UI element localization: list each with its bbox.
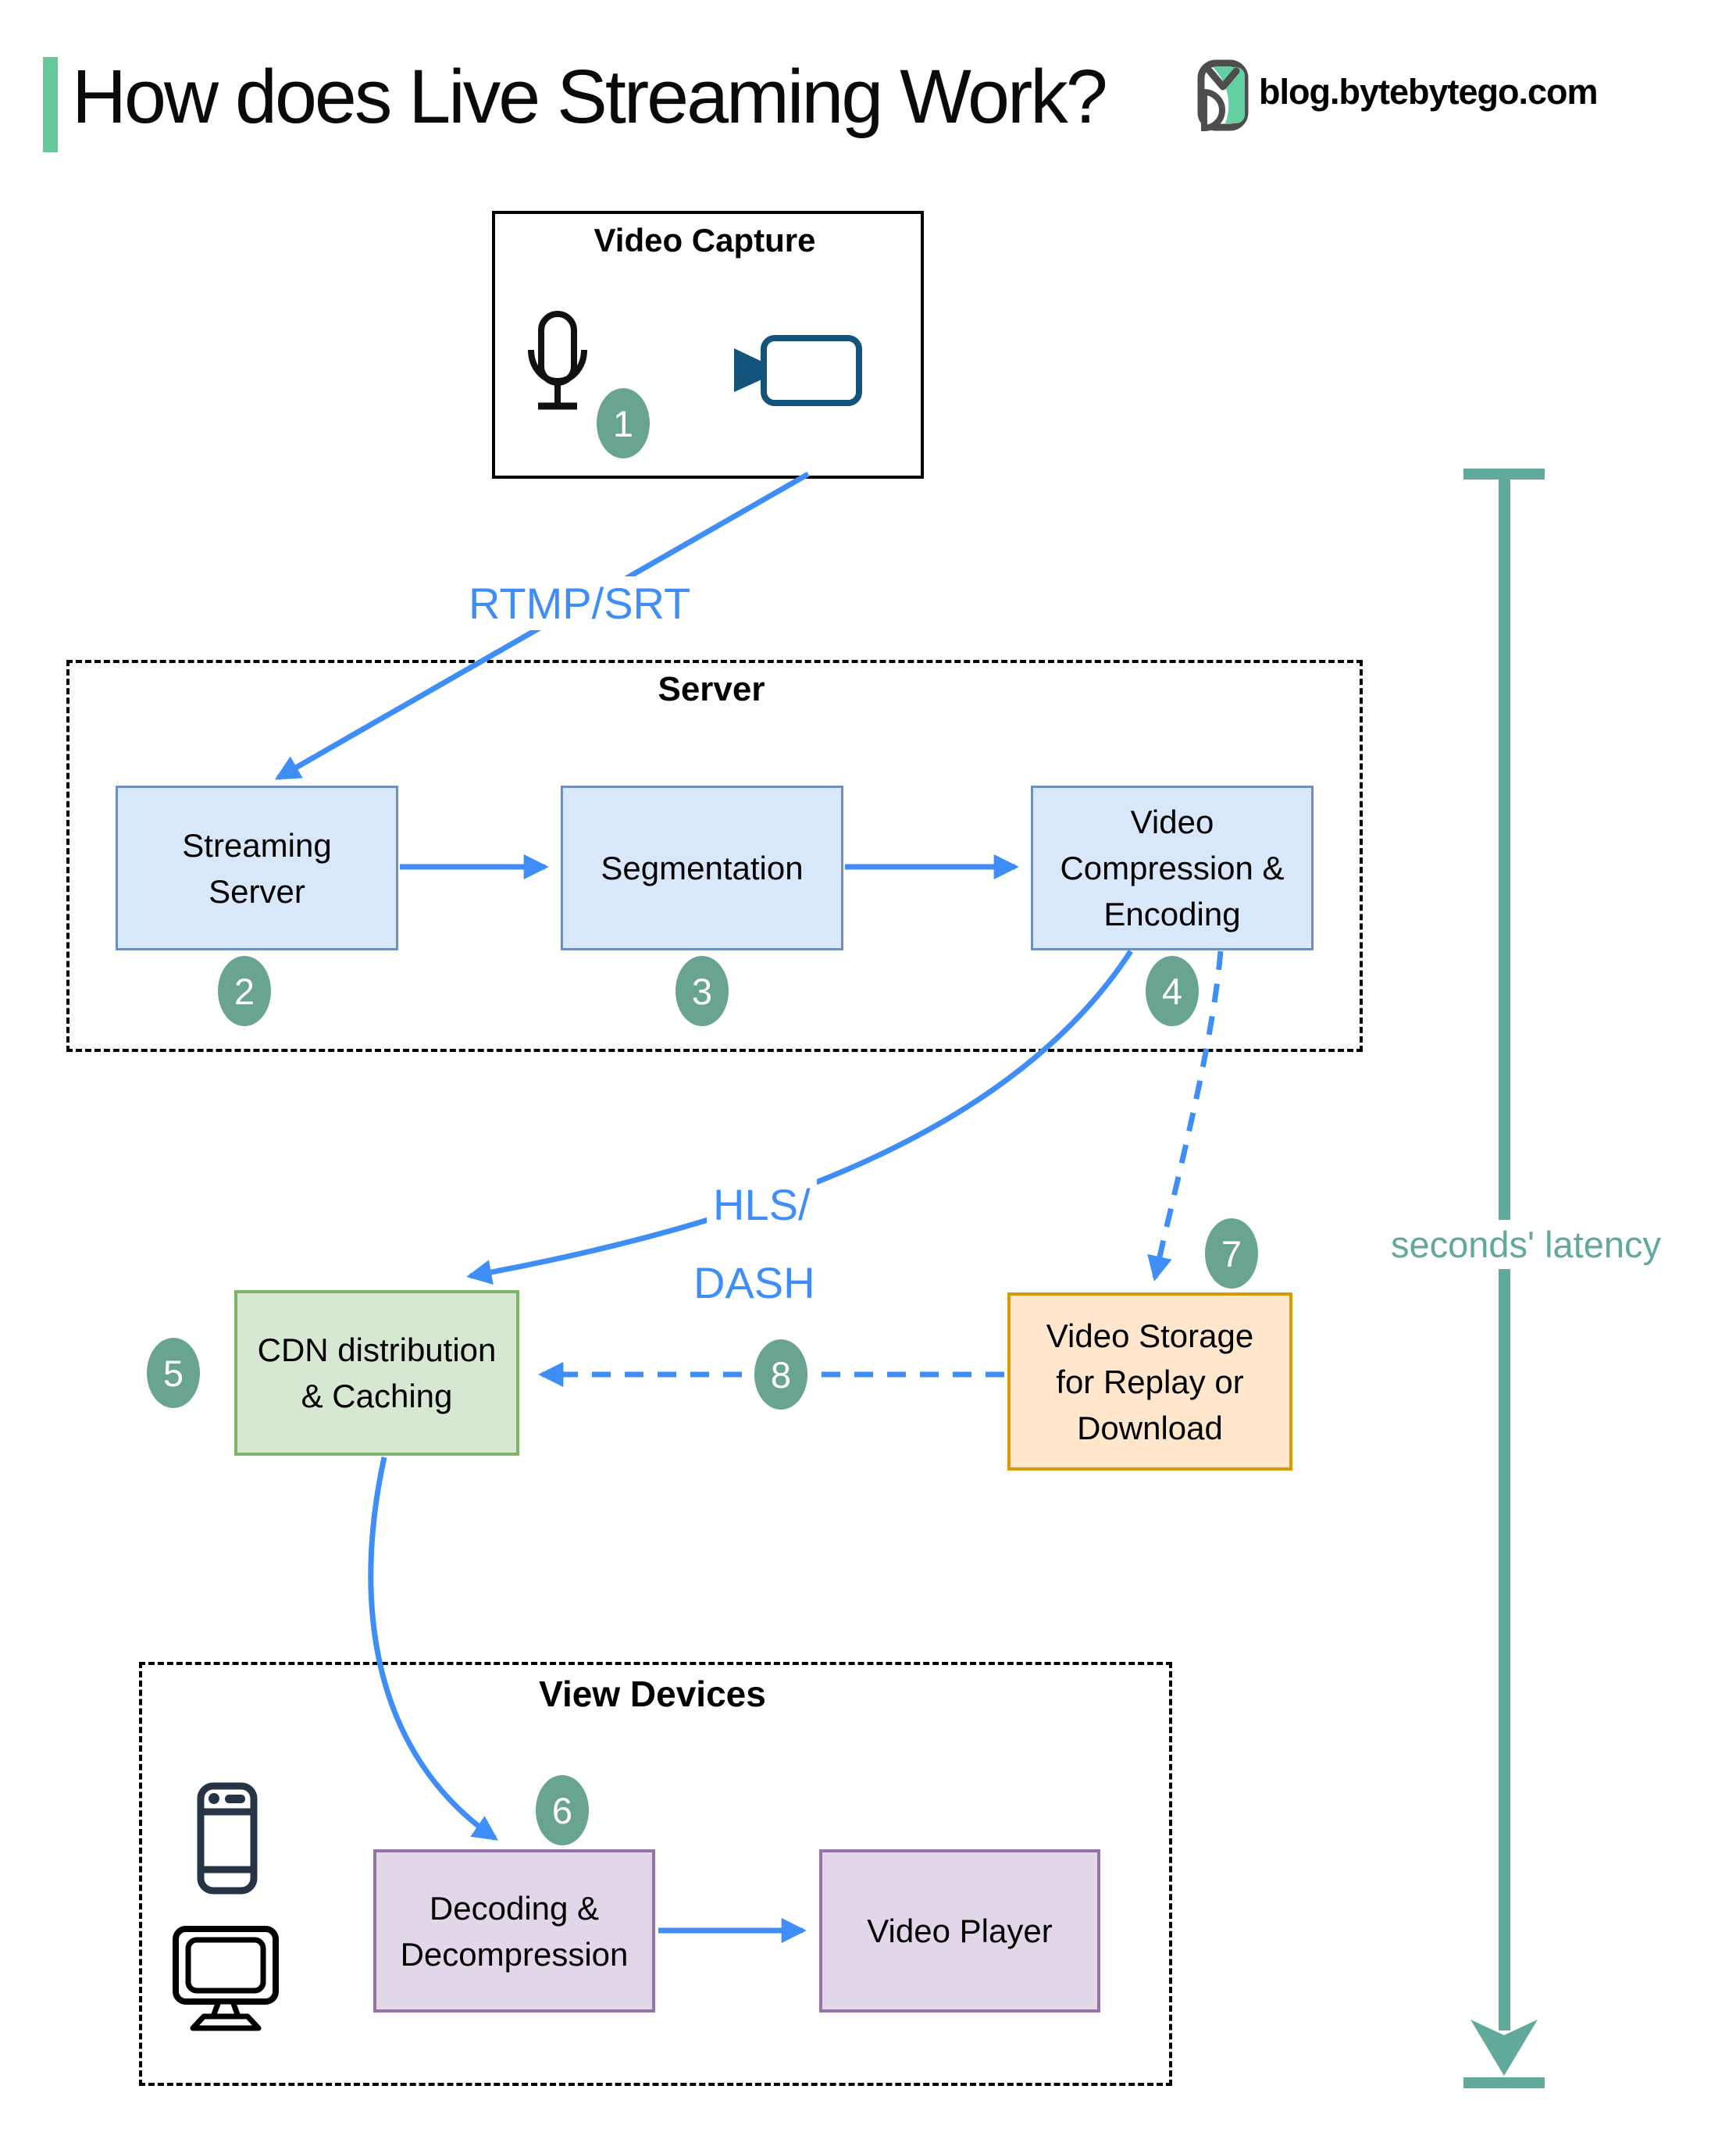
node-video-player: Video Player	[819, 1849, 1100, 2013]
step-badge-8: 8	[754, 1339, 807, 1410]
step-badge-4: 4	[1146, 956, 1199, 1026]
desktop-monitor-icon	[173, 1926, 279, 2031]
node-label-line: Video Player	[867, 1913, 1053, 1949]
step-badge-1: 1	[597, 388, 650, 458]
title-accent-bar	[43, 57, 58, 152]
node-label-line: CDN distribution	[257, 1332, 497, 1368]
node-label-line: Decoding &	[429, 1889, 600, 1927]
page-title: How does Live Streaming Work?	[72, 54, 1108, 139]
node-label-line: for Replay or	[1056, 1363, 1244, 1400]
step-badge-6: 6	[536, 1775, 589, 1845]
node-label-line: Streaming	[182, 826, 332, 864]
bytebytego-logo-icon	[1197, 59, 1249, 131]
node-label-line: & Caching	[301, 1378, 453, 1414]
server-group-label: Server	[658, 670, 765, 708]
view-devices-group-label: View Devices	[539, 1674, 766, 1714]
latency-measure-line	[1463, 469, 1545, 2088]
protocol-label-dash: DASH	[687, 1256, 822, 1310]
view-devices-group-box	[139, 1662, 1172, 2086]
node-segmentation: Segmentation	[561, 786, 843, 950]
node-label-line: Compression &	[1060, 850, 1285, 886]
site-url: blog.bytebytego.com	[1259, 72, 1599, 112]
video-capture-title: Video Capture	[594, 222, 816, 258]
node-label-line: Segmentation	[601, 850, 804, 886]
protocol-label-hls: HLS/	[707, 1178, 817, 1232]
node-label-line: Decompression	[400, 1935, 629, 1973]
node-label-line: Server	[209, 872, 305, 910]
node-decoding-decompression: Decoding & Decompression	[373, 1849, 655, 2013]
node-video-storage: Video Storage for Replay or Download	[1007, 1292, 1292, 1471]
node-label-line: Video Storage	[1046, 1317, 1254, 1354]
node-streaming-server: Streaming Server	[116, 786, 398, 950]
step-badge-2: 2	[218, 956, 271, 1026]
step-badge-7: 7	[1205, 1218, 1258, 1289]
node-label-line: Encoding	[1103, 896, 1241, 932]
node-video-compression-encoding: Video Compression & Encoding	[1031, 786, 1314, 950]
node-label-line: Download	[1077, 1409, 1223, 1446]
step-badge-3: 3	[676, 956, 729, 1026]
node-cdn-distribution-caching: CDN distribution & Caching	[234, 1290, 519, 1456]
latency-label: seconds' latency	[1368, 1220, 1684, 1269]
microphone-icon	[528, 311, 587, 410]
video-camera-icon	[734, 335, 862, 406]
node-label-line: Video	[1130, 804, 1214, 840]
step-badge-5: 5	[147, 1338, 200, 1408]
smartphone-icon	[197, 1782, 258, 1895]
protocol-label-rtmp-srt: RTMP/SRT	[462, 576, 697, 630]
